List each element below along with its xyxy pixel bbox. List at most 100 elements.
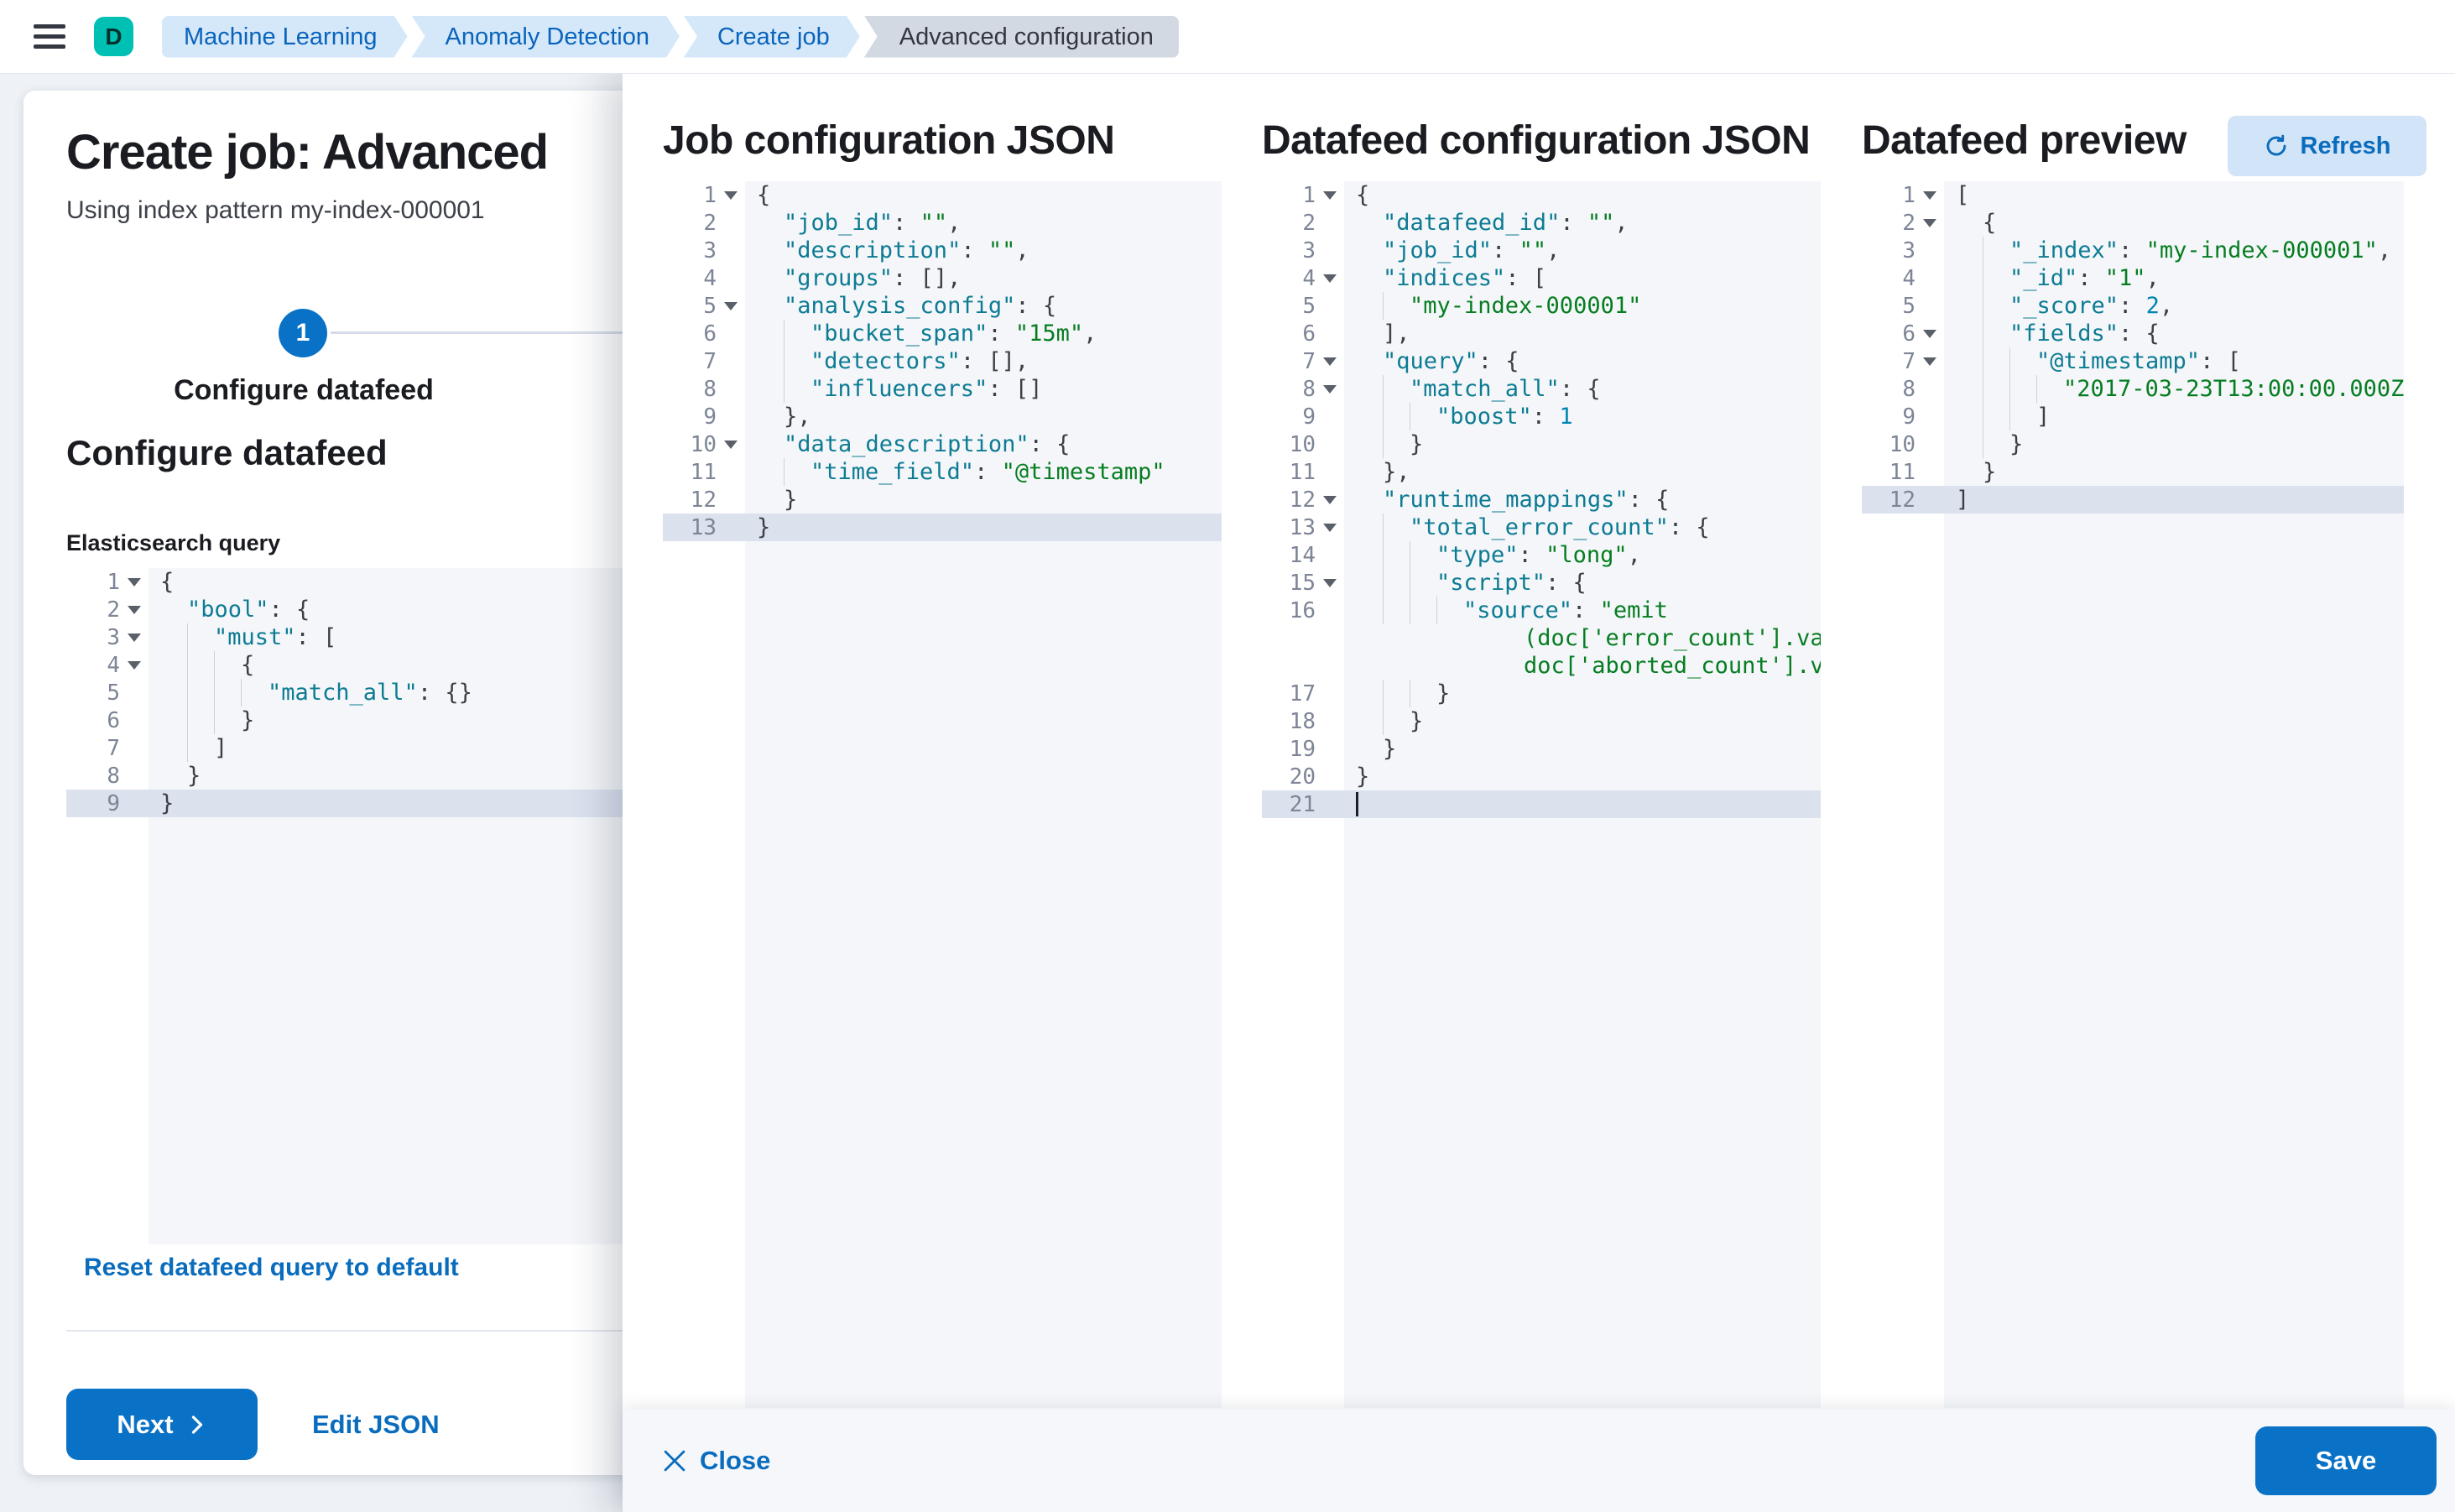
- code-line[interactable]: 8"influencers": []: [663, 375, 1222, 403]
- code-line[interactable]: 15"script": {: [1262, 569, 1821, 597]
- next-button[interactable]: Next: [66, 1389, 258, 1460]
- breadcrumb: Machine Learning Anomaly Detection Creat…: [162, 15, 1179, 58]
- code-line[interactable]: 6"bucket_span": "15m",: [663, 320, 1222, 347]
- code-line[interactable]: 2"datafeed_id": "",: [1262, 209, 1821, 237]
- code-line[interactable]: 13"total_error_count": {: [1262, 514, 1821, 541]
- code-line[interactable]: 16"source": "emit: [1262, 597, 1821, 624]
- fold-toggle-icon[interactable]: [120, 660, 149, 670]
- code-line[interactable]: 12}: [663, 486, 1222, 514]
- code-line[interactable]: 9},: [663, 403, 1222, 430]
- code-line[interactable]: 1{: [1262, 181, 1821, 209]
- fold-toggle-icon[interactable]: [1916, 357, 1944, 366]
- code-line[interactable]: 3"description": "",: [663, 237, 1222, 264]
- elasticsearch-query-editor[interactable]: 1{2"bool": {3"must": [4{5"match_all": {}…: [66, 568, 659, 1244]
- code-line[interactable]: 13}: [663, 514, 1222, 541]
- code-line[interactable]: 4"_id": "1",: [1862, 264, 2404, 292]
- line-number: 4: [1902, 265, 1916, 291]
- fold-toggle-icon[interactable]: [717, 190, 745, 200]
- code-line[interactable]: 11"time_field": "@timestamp": [663, 458, 1222, 486]
- line-number: 3: [703, 237, 717, 263]
- fold-toggle-icon[interactable]: [1316, 357, 1344, 366]
- code-line[interactable]: 10"data_description": {: [663, 430, 1222, 458]
- code-line[interactable]: 21: [1262, 790, 1821, 818]
- code-line[interactable]: 7"@timestamp": [: [1862, 347, 2404, 375]
- code-line[interactable]: 11}: [1862, 458, 2404, 486]
- code-line[interactable]: 11},: [1262, 458, 1821, 486]
- code-area-background: [745, 181, 1222, 1408]
- code-line[interactable]: 3"job_id": "",: [1262, 237, 1821, 264]
- line-number: 10: [1289, 431, 1316, 457]
- code-line[interactable]: 19}: [1262, 735, 1821, 763]
- code-line[interactable]: 1{: [66, 568, 659, 596]
- breadcrumb-anomaly-detection[interactable]: Anomaly Detection: [412, 16, 680, 58]
- code-line[interactable]: 9"boost": 1: [1262, 403, 1821, 430]
- fold-toggle-icon[interactable]: [1316, 578, 1344, 587]
- code-line[interactable]: 5"match_all": {}: [66, 679, 659, 706]
- fold-toggle-icon[interactable]: [1316, 495, 1344, 504]
- code-line[interactable]: 6],: [1262, 320, 1821, 347]
- code-line[interactable]: 9}: [66, 790, 659, 817]
- code-line[interactable]: 20}: [1262, 763, 1821, 790]
- code-line[interactable]: 12]: [1862, 486, 2404, 514]
- code-line[interactable]: 8"match_all": {: [1262, 375, 1821, 403]
- code-line[interactable]: 3"must": [: [66, 623, 659, 651]
- close-button[interactable]: Close: [663, 1446, 770, 1476]
- code-line[interactable]: 4{: [66, 651, 659, 679]
- fold-toggle-icon[interactable]: [1316, 274, 1344, 283]
- code-line[interactable]: 8}: [66, 762, 659, 790]
- code-line[interactable]: 3"_index": "my-index-000001",: [1862, 237, 2404, 264]
- refresh-button[interactable]: Refresh: [2228, 116, 2426, 176]
- code-line[interactable]: 5"analysis_config": {: [663, 292, 1222, 320]
- code-line[interactable]: doc['aborted_count'].value)": [1524, 653, 1821, 679]
- code-line[interactable]: 7"query": {: [1262, 347, 1821, 375]
- fold-toggle-icon[interactable]: [1316, 190, 1344, 200]
- code-line[interactable]: 2{: [1862, 209, 2404, 237]
- code-line[interactable]: 1{: [663, 181, 1222, 209]
- code-line[interactable]: 5"my-index-000001": [1262, 292, 1821, 320]
- fold-toggle-icon[interactable]: [1916, 218, 1944, 227]
- space-avatar[interactable]: D: [94, 17, 133, 56]
- breadcrumb-machine-learning[interactable]: Machine Learning: [162, 16, 408, 58]
- fold-toggle-icon[interactable]: [1916, 190, 1944, 200]
- code-line[interactable]: 14"type": "long",: [1262, 541, 1821, 569]
- code-line[interactable]: 6}: [66, 706, 659, 734]
- line-number: 2: [107, 597, 120, 623]
- code-line[interactable]: 6"fields": {: [1862, 320, 2404, 347]
- code-line[interactable]: 12"runtime_mappings": {: [1262, 486, 1821, 514]
- code-line[interactable]: 2"bool": {: [66, 596, 659, 623]
- fold-toggle-icon[interactable]: [120, 577, 149, 587]
- fold-toggle-icon[interactable]: [1316, 523, 1344, 532]
- code-line[interactable]: 18}: [1262, 707, 1821, 735]
- line-number: 3: [107, 624, 120, 650]
- code-line[interactable]: 7]: [66, 734, 659, 762]
- step-1-indicator[interactable]: 1: [279, 309, 327, 357]
- fold-toggle-icon[interactable]: [717, 301, 745, 310]
- code-line[interactable]: 2"job_id": "",: [663, 209, 1222, 237]
- reset-datafeed-query-link[interactable]: Reset datafeed query to default: [84, 1254, 459, 1281]
- code-line[interactable]: 8"2017-03-23T13:00:00.000Z": [1862, 375, 2404, 403]
- line-number: 13: [1289, 514, 1316, 540]
- code-line[interactable]: 5"_score": 2,: [1862, 292, 2404, 320]
- code-line[interactable]: 7"detectors": [],: [663, 347, 1222, 375]
- save-button[interactable]: Save: [2255, 1426, 2437, 1495]
- breadcrumb-create-job[interactable]: Create job: [684, 16, 860, 58]
- code-line[interactable]: 1[: [1862, 181, 2404, 209]
- edit-json-link[interactable]: Edit JSON: [312, 1410, 440, 1439]
- fold-toggle-icon[interactable]: [717, 440, 745, 449]
- code-line[interactable]: 4"groups": [],: [663, 264, 1222, 292]
- datafeed-preview-editor[interactable]: 1[2{3"_index": "my-index-000001",4"_id":…: [1862, 181, 2404, 1408]
- code-line[interactable]: (doc['error_count'].value +: [1524, 625, 1821, 651]
- code-line[interactable]: 10}: [1862, 430, 2404, 458]
- fold-toggle-icon[interactable]: [120, 605, 149, 614]
- fold-toggle-icon[interactable]: [1916, 329, 1944, 338]
- menu-hamburger-icon[interactable]: [34, 18, 65, 55]
- job-config-editor[interactable]: 1{2"job_id": "",3"description": "",4"gro…: [663, 181, 1222, 1408]
- code-line[interactable]: 4"indices": [: [1262, 264, 1821, 292]
- datafeed-config-editor[interactable]: 1{2"datafeed_id": "",3"job_id": "",4"ind…: [1262, 181, 1821, 1408]
- code-line[interactable]: 9]: [1862, 403, 2404, 430]
- code-line[interactable]: 17}: [1262, 680, 1821, 707]
- fold-toggle-icon[interactable]: [120, 633, 149, 642]
- fold-toggle-icon[interactable]: [1316, 384, 1344, 394]
- code-line[interactable]: 10}: [1262, 430, 1821, 458]
- close-icon: [663, 1449, 686, 1473]
